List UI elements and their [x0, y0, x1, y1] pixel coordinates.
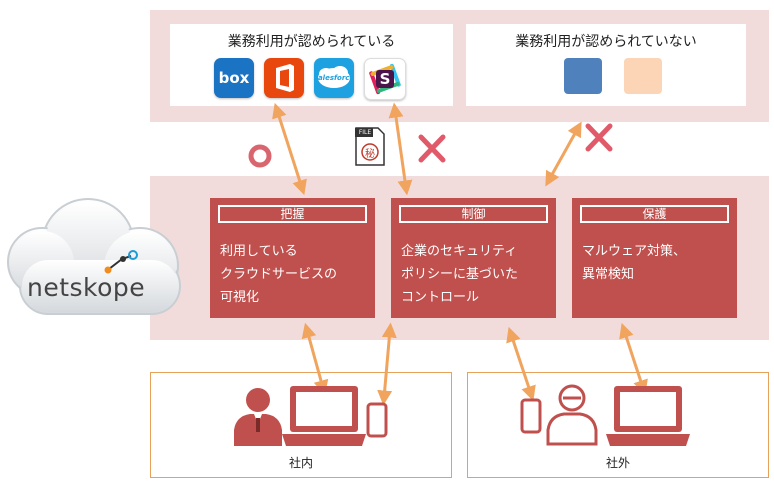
internal-laptop-icon: [282, 386, 366, 446]
card-visibility: 把握 利用している クラウドサービスの 可視化: [210, 198, 375, 318]
salesforce-icon: salesforce: [314, 58, 354, 98]
confidential-file-icon: [355, 127, 385, 166]
card-visibility-title: 把握: [218, 205, 367, 223]
not-allowed-services-box: 業務利用が認められていない: [466, 24, 746, 106]
external-laptop-icon: [606, 386, 690, 446]
internal-phone-icon: [366, 402, 388, 438]
unsanctioned-app-icon-peach: [624, 58, 662, 94]
box-icon-label: box: [218, 69, 250, 87]
card-protection: 保護 マルウェア対策、 異常検知: [572, 198, 737, 318]
salesforce-icon-label: salesforce: [313, 74, 355, 82]
internal-network-label: 社内: [288, 456, 313, 470]
external-phone-icon: [520, 398, 542, 434]
slack-icon-label: S: [379, 70, 391, 88]
arrow-internal-phone: [377, 322, 397, 406]
office-icon: [264, 58, 304, 98]
blocked-cross-icon-2: [585, 123, 613, 152]
card-protection-title: 保護: [580, 205, 729, 223]
box-icon: box: [214, 58, 254, 98]
arrow-external-pc: [619, 322, 648, 396]
card-control-title: 制御: [399, 205, 548, 223]
card-visibility-body: 利用している クラウドサービスの 可視化: [220, 244, 338, 305]
card-protection-body: マルウェア対策、 異常検知: [582, 244, 687, 282]
not-allowed-services-title: 業務利用が認められていない: [515, 34, 697, 50]
card-control: 制御 企業のセキュリティ ポリシーに基づいた コントロール: [391, 198, 556, 318]
netskope-logo-text: netskope: [27, 273, 146, 302]
blocked-cross-icon-1: [418, 134, 446, 163]
allowed-services-box: 業務利用が認められている box salesforce S: [170, 24, 453, 106]
arrow-unsanctioned-app: [545, 121, 582, 187]
external-network-label: 社外: [605, 456, 630, 470]
confidential-file-label: FILE: [358, 129, 372, 136]
external-user-icon: [546, 384, 598, 446]
slack-icon: S: [364, 58, 406, 100]
unsanctioned-app-icon-blue: [564, 58, 602, 94]
arrow-internal-pc: [301, 322, 329, 396]
confidential-file-seal: 秘: [365, 149, 375, 160]
allowed-circle-icon: [248, 144, 272, 168]
arrow-external-phone: [506, 326, 536, 402]
allowed-services-title: 業務利用が認められている: [227, 34, 396, 50]
card-control-body: 企業のセキュリティ ポリシーに基づいた コントロール: [401, 244, 519, 305]
internal-user-icon: [234, 388, 282, 446]
arrow-allowed-app-visibility: [272, 102, 307, 196]
arrow-allowed-app-control: [388, 102, 413, 196]
